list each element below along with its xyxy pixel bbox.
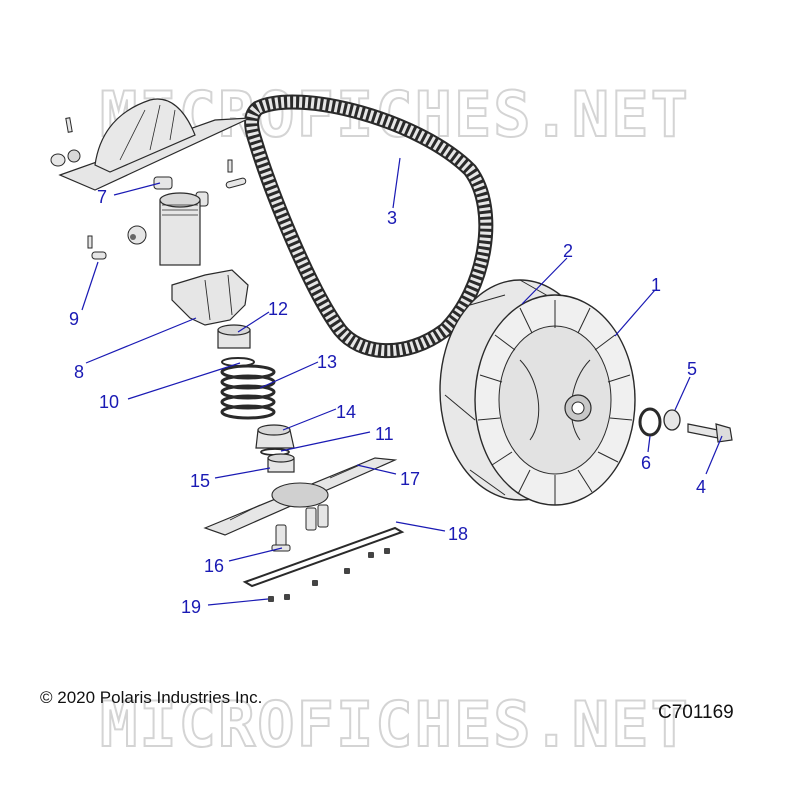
drive-clutch-exploded — [50, 98, 405, 602]
washer-5 — [663, 409, 681, 431]
callout-6[interactable]: 6 — [641, 453, 651, 473]
callout-2[interactable]: 2 — [563, 241, 573, 261]
callout-1[interactable]: 1 — [651, 275, 661, 295]
callout-17[interactable]: 16 — [204, 556, 224, 576]
callout-19[interactable]: 19 — [181, 597, 201, 617]
callout-9[interactable]: 9 — [69, 309, 79, 329]
watermark-bottom: MICROFICHES.NET — [100, 688, 690, 761]
leader-lines — [81, 157, 723, 606]
callout-7[interactable]: 7 — [97, 187, 107, 207]
callout-14[interactable]: 14 — [336, 402, 356, 422]
drive-belt — [244, 94, 494, 359]
callout-16[interactable]: 17 — [400, 469, 420, 489]
driven-clutch — [439, 279, 636, 506]
callout-5[interactable]: 5 — [687, 359, 697, 379]
callout-4[interactable]: 4 — [696, 477, 706, 497]
diagram-code: C701169 — [658, 702, 734, 723]
callout-15[interactable]: 15 — [190, 471, 210, 491]
bolt-4 — [687, 423, 733, 443]
callout-10[interactable]: 10 — [99, 392, 119, 412]
callout-3[interactable]: 3 — [387, 208, 397, 228]
copyright-text: © 2020 Polaris Industries Inc. — [40, 688, 263, 707]
callout-11[interactable]: 11 — [375, 424, 394, 444]
callout-18[interactable]: 18 — [448, 524, 468, 544]
callout-8[interactable]: 8 — [74, 362, 84, 382]
callout-12[interactable]: 12 — [268, 299, 288, 319]
washer-6 — [638, 407, 662, 437]
callout-13[interactable]: 13 — [317, 352, 337, 372]
